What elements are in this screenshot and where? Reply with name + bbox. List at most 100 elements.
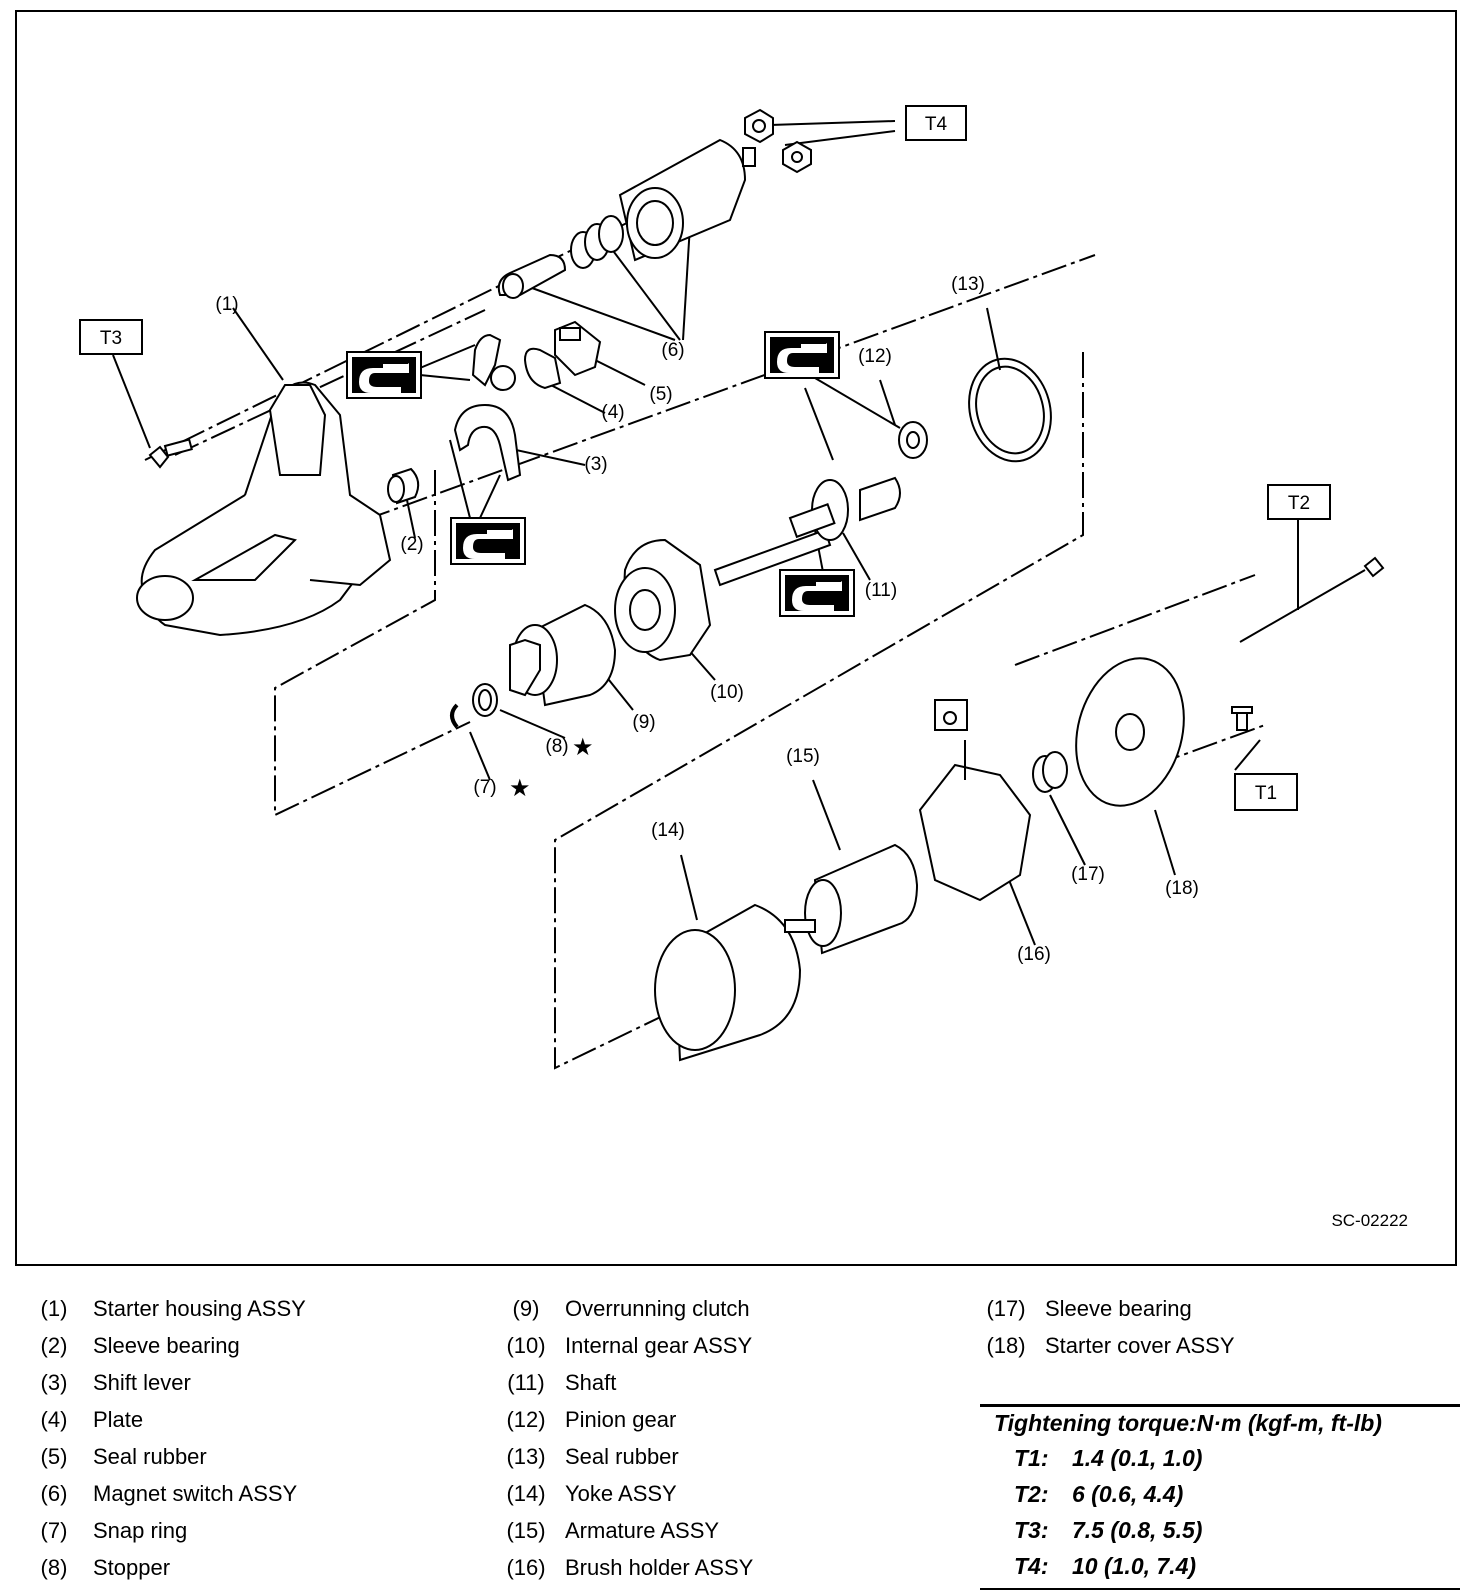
- callout-4: (4): [601, 402, 624, 423]
- stopper: [472, 683, 498, 717]
- t1-screw: [1231, 706, 1253, 731]
- grease-icon: [346, 351, 422, 399]
- grease-icon: [764, 331, 840, 379]
- sleeve-bearing-17: [1032, 751, 1068, 793]
- divider: [980, 1404, 1460, 1407]
- legend-number: (2): [40, 1333, 68, 1358]
- callout-11: (11): [865, 580, 897, 601]
- legend-name: Magnet switch ASSY: [93, 1481, 298, 1506]
- legend-number: (15): [506, 1518, 546, 1543]
- pinion-gear: [898, 421, 928, 459]
- shaft: [713, 476, 901, 587]
- divider: [980, 1588, 1460, 1590]
- callout-8: (8): [545, 736, 568, 757]
- callout-2: (2): [400, 534, 423, 555]
- callout-9: (9): [632, 712, 655, 733]
- callout-16: (16): [1017, 944, 1051, 965]
- legend-name: Starter cover ASSY: [1045, 1333, 1235, 1358]
- t3-bolt: [148, 438, 193, 469]
- torque-value: 7.5 (0.8, 5.5): [1072, 1517, 1203, 1543]
- brush-holder-assy: [918, 699, 1032, 902]
- legend-name: Internal gear ASSY: [565, 1333, 753, 1358]
- torque-box-label: T2: [1288, 493, 1310, 514]
- grease-icon: [450, 517, 526, 565]
- callout-14: (14): [651, 820, 685, 841]
- armature-assy: [784, 843, 919, 955]
- legend-name: Shift lever: [93, 1370, 191, 1395]
- torque-value: 1.4 (0.1, 1.0): [1072, 1445, 1203, 1471]
- callout-7: (7): [473, 777, 496, 798]
- grease-icon: [779, 569, 855, 617]
- callout-5: (5): [649, 384, 672, 405]
- seal-rubber-13: [968, 357, 1052, 463]
- legend-name: Sleeve bearing: [1045, 1296, 1192, 1321]
- legend-name: Seal rubber: [93, 1444, 207, 1469]
- legend-number: (16): [506, 1555, 546, 1580]
- legend-name: Armature ASSY: [565, 1518, 720, 1543]
- torque-box-t2: T2: [1267, 484, 1331, 520]
- torque-box-label: T3: [100, 328, 122, 349]
- torque-value: 6 (0.6, 4.4): [1072, 1481, 1184, 1507]
- parts-legend: (1) Starter housing ASSY (2) Sleeve bearin…: [0, 1290, 1472, 1590]
- callout-6: (6): [661, 340, 684, 361]
- legend-number: (17): [986, 1296, 1026, 1321]
- legend-name: Overrunning clutch: [565, 1296, 750, 1321]
- torque-box-t1: T1: [1234, 773, 1298, 811]
- sleeve-bearing-2: [387, 467, 420, 505]
- torque-key: T4:: [1014, 1553, 1049, 1579]
- legend-number: (8): [40, 1555, 68, 1580]
- internal-gear-assy: [614, 538, 712, 662]
- t2-through-bolt: [1239, 556, 1385, 643]
- legend-name: Pinion gear: [565, 1407, 677, 1432]
- torque-box-label: T1: [1255, 783, 1277, 804]
- legend-number: (13): [506, 1444, 546, 1469]
- legend-number: (10): [506, 1333, 546, 1358]
- legend-name: Brush holder ASSY: [565, 1555, 754, 1580]
- legend-number: (9): [512, 1296, 540, 1321]
- callout-17: (17): [1071, 864, 1105, 885]
- yoke-assy: [654, 903, 802, 1062]
- t4-nuts: [744, 108, 812, 174]
- legend-name: Seal rubber: [565, 1444, 679, 1469]
- legend-number: (1): [40, 1296, 68, 1321]
- figure-code: SC-02222: [1331, 1211, 1408, 1230]
- legend-name: Snap ring: [93, 1518, 188, 1543]
- snap-ring: [450, 703, 459, 729]
- legend-number: (12): [506, 1407, 546, 1432]
- torque-box-label: T4: [925, 114, 948, 135]
- legend-number: (6): [40, 1481, 68, 1506]
- seal-rubber-5: [554, 320, 602, 377]
- grease-arrows: [419, 344, 901, 573]
- callout-10: (10): [710, 682, 744, 703]
- starter-housing-assy: [136, 381, 392, 637]
- legend-number: (11): [507, 1370, 545, 1395]
- magnet-switch-assy: [497, 138, 756, 299]
- legend-number: (18): [986, 1333, 1026, 1358]
- legend-number: (3): [40, 1370, 68, 1395]
- torque-title: Tightening torque:N·m (kgf-m, ft-lb): [994, 1410, 1382, 1436]
- shift-lever: [453, 333, 522, 482]
- callout-3: (3): [584, 454, 607, 475]
- torque-box-t4: T4: [905, 105, 967, 141]
- figure-border: [15, 10, 1457, 1266]
- torque-key: T3:: [1014, 1517, 1049, 1543]
- legend-name: Shaft: [565, 1370, 617, 1395]
- legend-number: (4): [40, 1407, 68, 1432]
- torque-key: T2:: [1014, 1481, 1049, 1507]
- overrunning-clutch: [509, 603, 617, 707]
- legend-number: (5): [40, 1444, 68, 1469]
- legend-name: Plate: [93, 1407, 144, 1432]
- legend-name: Starter housing ASSY: [93, 1296, 306, 1321]
- torque-box-t3: T3: [79, 319, 143, 355]
- torque-key: T1:: [1014, 1445, 1049, 1471]
- legend-name: Stopper: [93, 1555, 171, 1580]
- callout-15: (15): [786, 746, 820, 767]
- star-icon: ★: [572, 734, 594, 761]
- callout-1: (1): [215, 294, 238, 315]
- plate: [523, 347, 562, 390]
- legend-name: Sleeve bearing: [93, 1333, 240, 1358]
- callout-12: (12): [858, 346, 892, 367]
- legend-number: (14): [506, 1481, 546, 1506]
- torque-value: 10 (1.0, 7.4): [1072, 1553, 1197, 1579]
- exploded-diagram: T4 T3 T2 T1 (1) (2) (3) (4) (5) (6) (7) …: [15, 10, 1457, 1266]
